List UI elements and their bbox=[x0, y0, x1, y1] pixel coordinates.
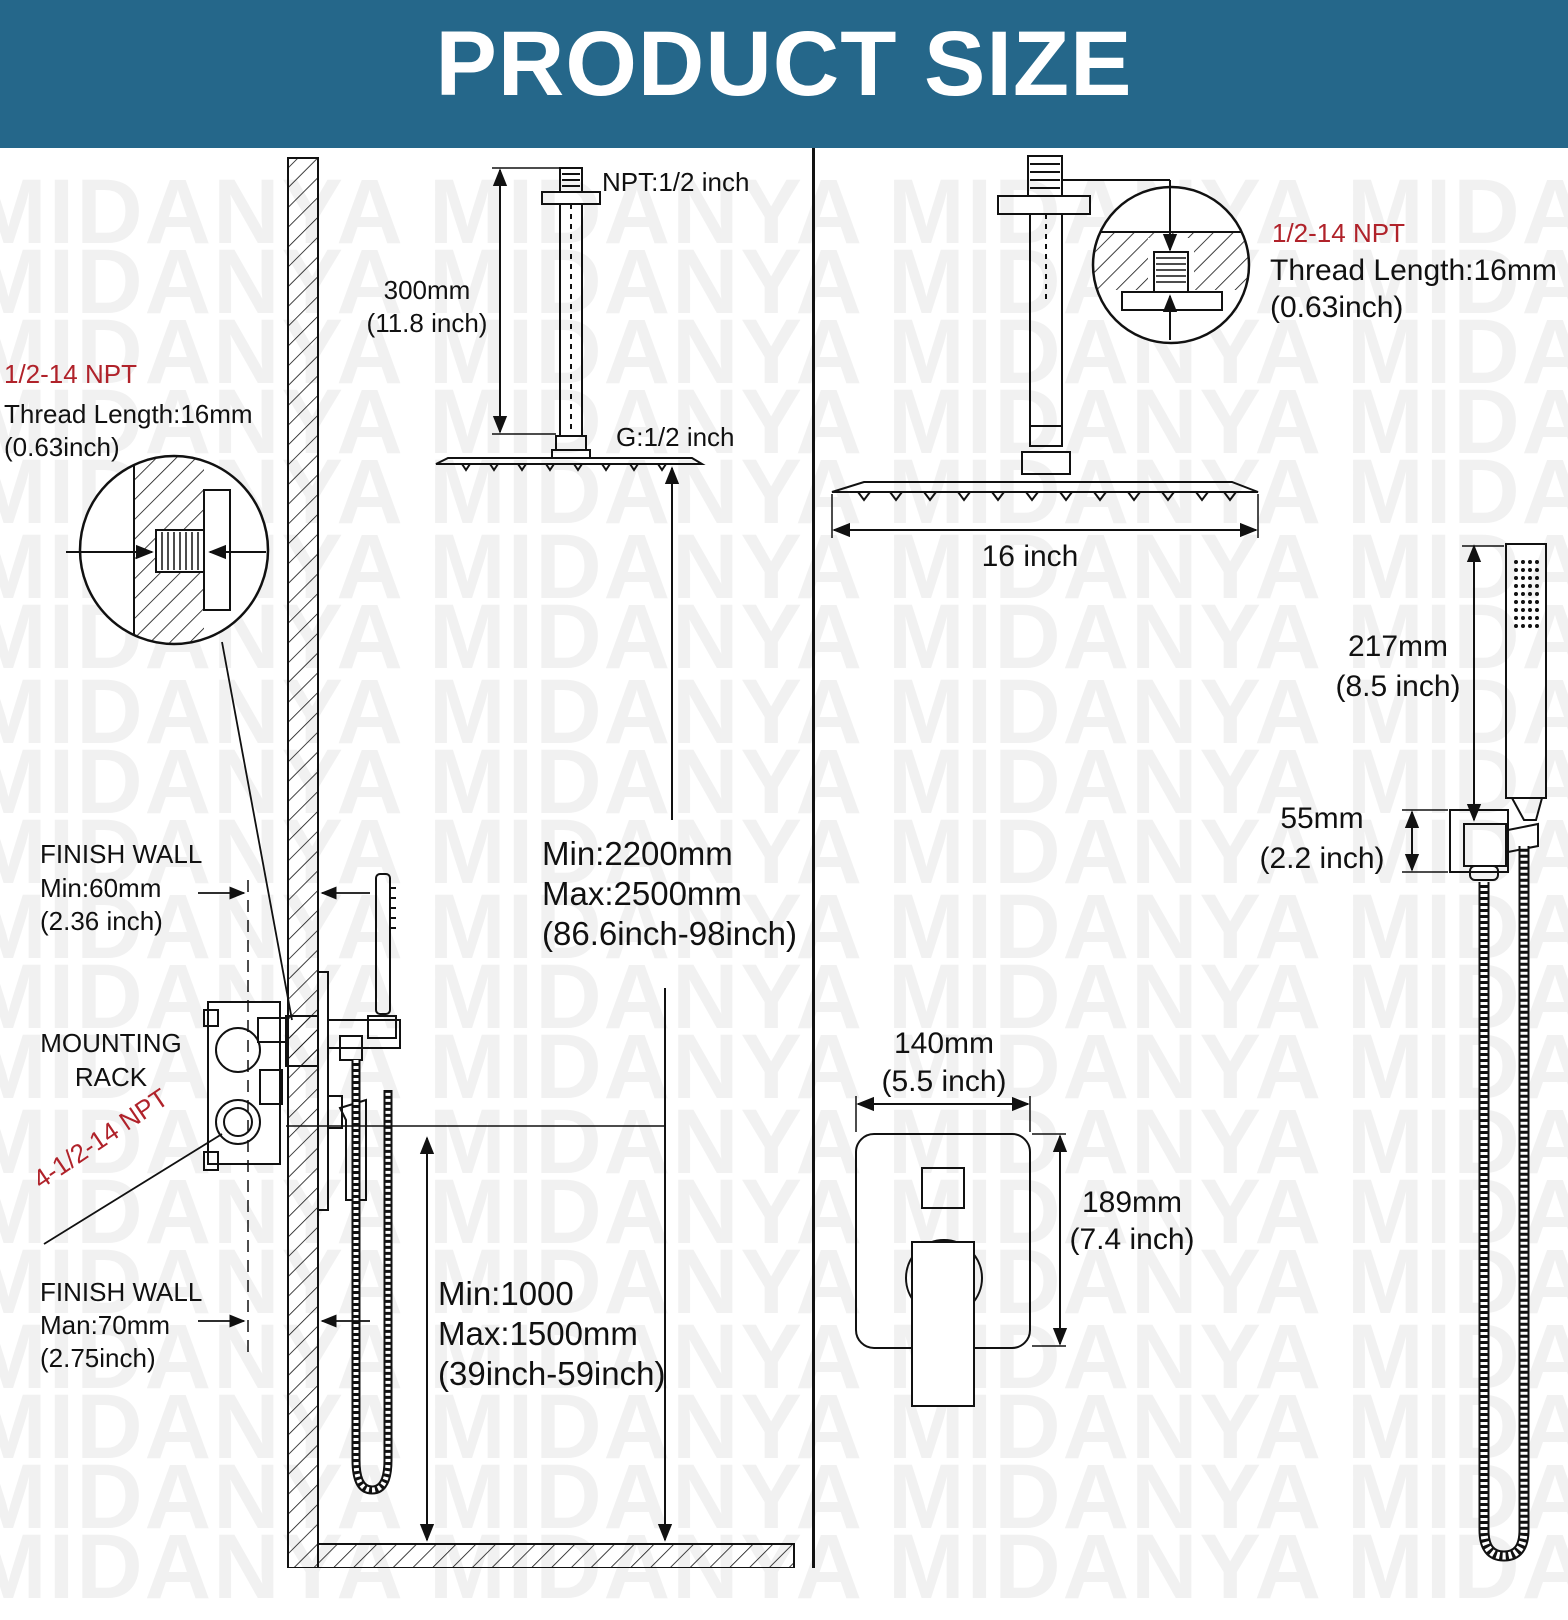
thread-length-label: Thread Length:16mm bbox=[4, 399, 253, 429]
head-height-inch: (86.6inch-98inch) bbox=[542, 915, 797, 952]
mounting-rack-line1: MOUNTING bbox=[40, 1028, 182, 1058]
finish-wall-max-value: Man:70mm bbox=[40, 1310, 171, 1340]
handheld-length-inch: (8.5 inch) bbox=[1335, 670, 1461, 703]
head-height-max: Max:2500mm bbox=[542, 875, 742, 912]
holder-height-mm: 55mm bbox=[1280, 802, 1364, 835]
right-thread-npt-label: 1/2-14 NPT bbox=[1272, 218, 1405, 248]
wall-holder bbox=[1449, 809, 1539, 881]
arm-length-mm: 300mm bbox=[383, 275, 471, 305]
head-height-min: Min:2200mm bbox=[542, 835, 733, 872]
right-thread-length-inch: (0.63inch) bbox=[1270, 291, 1404, 324]
finish-wall-min-value: Min:60mm bbox=[40, 873, 162, 903]
panel-divider bbox=[812, 148, 815, 1568]
mounting-rack bbox=[203, 1001, 319, 1171]
page-title: PRODUCT SIZE bbox=[435, 13, 1133, 115]
arm-length-inch: (11.8 inch) bbox=[366, 308, 488, 338]
handheld-front bbox=[1505, 543, 1547, 821]
wall-section bbox=[287, 157, 795, 1568]
plate-height-inch: (7.4 inch) bbox=[1069, 1223, 1195, 1256]
valve-height-max: Max:1500mm bbox=[438, 1315, 638, 1352]
shower-arm-right bbox=[997, 155, 1170, 475]
finish-wall-max-inch: (2.75inch) bbox=[40, 1343, 156, 1373]
valve-height-min: Min:1000 bbox=[438, 1275, 574, 1312]
finish-wall-min-title: FINISH WALL bbox=[40, 839, 203, 869]
plate-width-inch: (5.5 inch) bbox=[881, 1065, 1007, 1098]
head-width-label: 16 inch bbox=[981, 540, 1079, 573]
arm-npt-label: NPT:1/2 inch bbox=[602, 167, 750, 197]
shower-arm-left bbox=[541, 167, 601, 459]
thread-detail-right bbox=[1091, 180, 1251, 345]
thread-npt-label: 1/2-14 NPT bbox=[4, 359, 137, 389]
thread-detail-left bbox=[66, 454, 293, 1021]
plate-width-mm: 140mm bbox=[893, 1027, 995, 1060]
finish-wall-min-inch: (2.36 inch) bbox=[40, 906, 163, 936]
valve-trim-front bbox=[855, 1133, 1031, 1407]
head-connector-label: G:1/2 inch bbox=[616, 422, 735, 452]
rain-head-left bbox=[435, 457, 706, 472]
mounting-rack-line2: RACK bbox=[74, 1062, 148, 1092]
technical-drawing bbox=[43, 155, 1547, 1568]
right-thread-length-label: Thread Length:16mm bbox=[1270, 254, 1557, 287]
valve-height-inch: (39inch-59inch) bbox=[438, 1355, 666, 1392]
rain-head-right bbox=[831, 481, 1259, 502]
plate-height-mm: 189mm bbox=[1081, 1186, 1183, 1219]
header-banner: PRODUCT SIZE bbox=[0, 0, 1568, 148]
holder-height-inch: (2.2 inch) bbox=[1259, 842, 1385, 875]
handheld-side bbox=[367, 873, 397, 1039]
finish-wall-max-title: FINISH WALL bbox=[40, 1277, 203, 1307]
handheld-length-mm: 217mm bbox=[1347, 630, 1449, 663]
thread-length-inch: (0.63inch) bbox=[4, 432, 120, 462]
